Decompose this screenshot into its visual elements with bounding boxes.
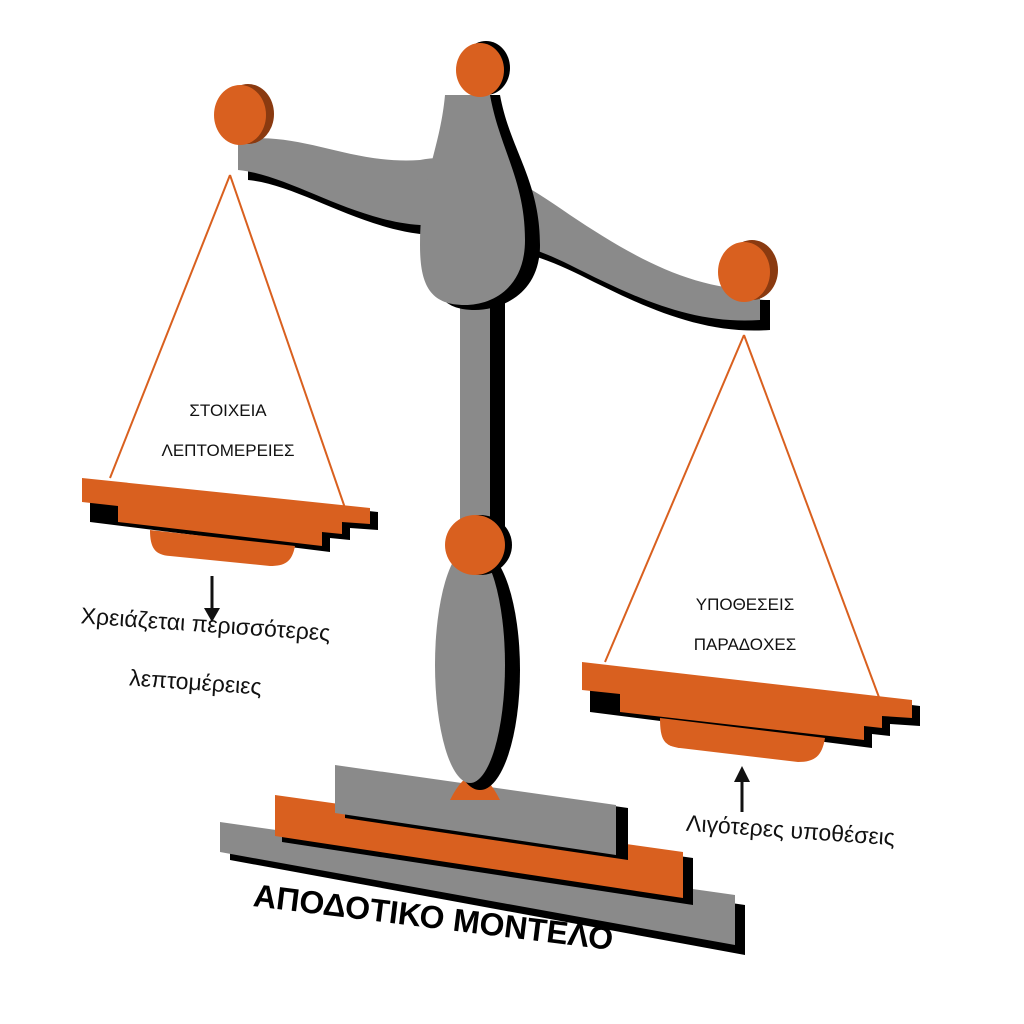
left-note-line2: λεπτομέρειες [129, 664, 263, 699]
left-pan-string [229, 174, 346, 509]
down-arrow-icon [204, 576, 220, 622]
right-pan-label-line2: ΠΑΡΑΔΟΧΕΣ [694, 635, 796, 654]
right-pan-string [604, 334, 745, 663]
right-note: Λιγότερες υποθέσεις [685, 766, 896, 850]
left-pan-label-line2: ΛΕΠΤΟΜΕΡΕΙΕΣ [161, 441, 294, 460]
left-note: Χρειάζεται περισσότερες λεπτομέρειες [80, 576, 331, 700]
right-pan-string [743, 334, 881, 701]
scale-base [220, 765, 745, 955]
scale-beam [214, 41, 778, 331]
left-pan-string [109, 174, 231, 479]
up-arrow-icon [734, 766, 750, 812]
scale-column [435, 285, 520, 790]
left-pan: ΣΤΟΙΧΕΙΑ ΛΕΠΤΟΜΕΡΕΙΕΣ [82, 174, 378, 566]
right-pan-label-line1: ΥΠΟΘΕΣΕΙΣ [696, 595, 794, 614]
right-note-line1: Λιγότερες υποθέσεις [685, 810, 896, 851]
left-pan-label-line1: ΣΤΟΙΧΕΙΑ [189, 401, 267, 420]
right-pan: ΥΠΟΘΕΣΕΙΣ ΠΑΡΑΔΟΧΕΣ [582, 334, 920, 762]
